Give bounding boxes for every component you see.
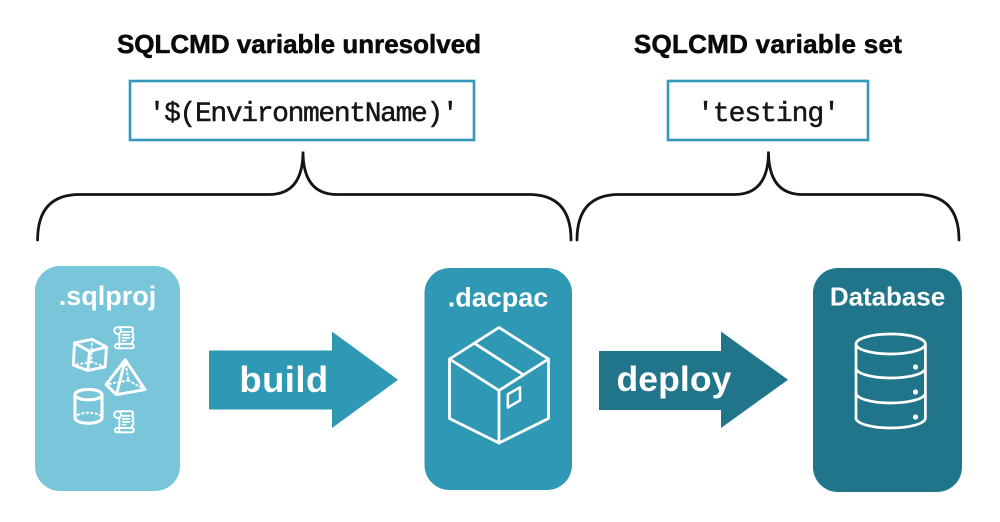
svg-text:build: build <box>239 359 328 400</box>
svg-text:'testing': 'testing' <box>697 99 839 130</box>
svg-text:'$(EnvironmentName)': '$(EnvironmentName)' <box>149 99 458 130</box>
svg-text:deploy: deploy <box>616 359 731 399</box>
svg-text:.sqlproj: .sqlproj <box>59 281 157 311</box>
svg-text:Database: Database <box>830 282 945 312</box>
svg-text:.dacpac: .dacpac <box>448 283 549 313</box>
svg-text:SQLCMD variable unresolved: SQLCMD variable unresolved <box>117 29 481 59</box>
svg-text:SQLCMD variable set: SQLCMD variable set <box>634 29 902 59</box>
